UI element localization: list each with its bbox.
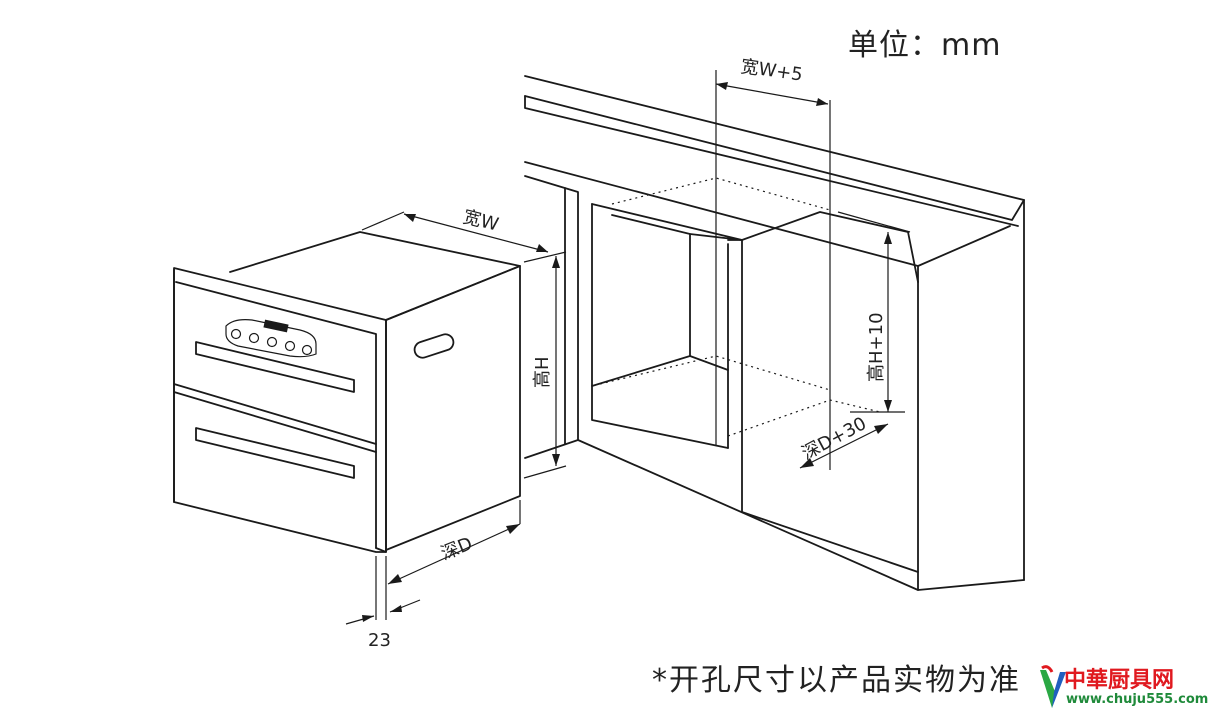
button-icon-2 — [248, 332, 260, 344]
door-panel-top — [741, 211, 919, 283]
cabinet — [524, 75, 1025, 591]
watermark: 中華厨具网 www.chuju555.com — [1038, 662, 1208, 718]
watermark-logo-icon — [1040, 665, 1066, 708]
top-drawer-handle — [195, 341, 355, 393]
appliance-front — [173, 267, 387, 553]
countertop-edge — [524, 95, 1019, 227]
cutout-depth-dimension — [799, 423, 889, 469]
door-panel — [727, 239, 919, 573]
width-dimension — [361, 211, 549, 253]
cutout-height-label: 高H+10 — [866, 312, 887, 382]
cutout-width-label: 宽W+5 — [739, 56, 804, 85]
button-icon-1 — [230, 328, 242, 340]
appliance-side — [385, 265, 521, 551]
watermark-title: 中華厨具网 — [1064, 668, 1175, 693]
countertop-top — [524, 75, 1025, 221]
button-icon-5 — [301, 344, 313, 356]
bottom-drawer-handle — [195, 427, 355, 479]
countertop-front-lip — [917, 225, 1011, 267]
button-icon-4 — [284, 340, 296, 352]
cutout-height-dimension — [837, 211, 911, 413]
watermark-url: www.chuju555.com — [1066, 692, 1208, 707]
hidden-edge-top — [611, 177, 831, 211]
display-icon — [263, 319, 289, 333]
countertop-front — [524, 161, 919, 283]
button-icon-3 — [266, 336, 278, 348]
cutout-width-dimension — [715, 70, 831, 470]
hidden-edge-bottom — [599, 355, 831, 391]
opening-inner-top — [611, 214, 743, 241]
front-bezel — [175, 281, 377, 549]
height-dimension — [523, 251, 567, 479]
width-label: 宽W — [461, 206, 501, 235]
appliance — [173, 231, 521, 553]
unit-label: 单位：mm — [848, 28, 1002, 63]
control-panel — [225, 319, 317, 358]
cabinet-right-side — [917, 281, 1025, 591]
side-handle-slot — [413, 333, 455, 359]
offset-label: 23 — [368, 630, 391, 651]
height-label: 高H — [532, 356, 553, 388]
opening-top-frame — [591, 203, 743, 241]
drawer-divider — [173, 383, 377, 453]
cabinet-left-panel — [524, 175, 579, 459]
opening-inner-bottom-left — [591, 355, 729, 387]
cabinet-bottom — [577, 439, 919, 591]
depth-dimension — [375, 500, 521, 620]
appliance-front-inner — [173, 269, 387, 553]
control-panel-outline — [225, 319, 317, 358]
offset-dimension — [345, 599, 421, 625]
depth-label: 深D — [438, 533, 475, 564]
opening-left-frame — [591, 203, 729, 449]
cutout-note: *开孔尺寸以产品实物为准 — [652, 663, 1021, 698]
